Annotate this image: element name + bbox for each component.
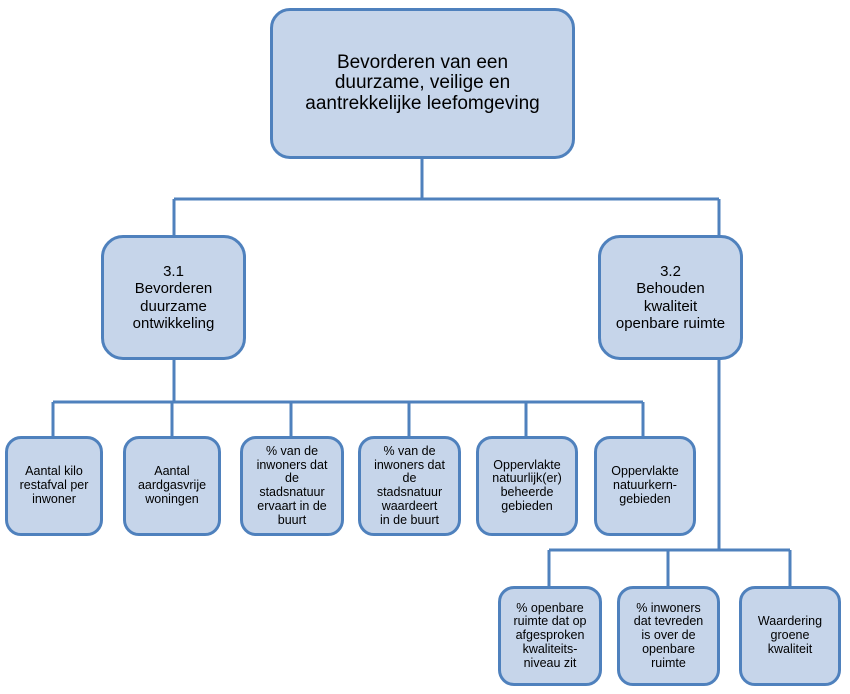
indicator-aardgasvrije-text: Aantal aardgasvrije woningen <box>137 464 207 506</box>
indicator-natuurkerngebieden-box: Oppervlakte natuurkern- gebieden <box>594 436 696 536</box>
indicator-restafval-box: Aantal kilo restafval per inwoner <box>5 436 103 536</box>
connector-root-to-level2 <box>172 159 721 235</box>
goal-3-1-text: 3.1 Bevorderen duurzame ontwikkeling <box>132 263 215 332</box>
indicator-aardgasvrije-box: Aantal aardgasvrije woningen <box>123 436 221 536</box>
indicator-restafval-text: Aantal kilo restafval per inwoner <box>19 464 89 506</box>
indicator-stadsnatuur-ervaart-text: % van de inwoners dat de stadsnatuur erv… <box>256 443 328 527</box>
connector-31-to-leaves <box>51 360 645 436</box>
indicator-kwaliteitsniveau-box: % openbare ruimte dat op afgesproken kwa… <box>498 586 602 686</box>
indicator-natuurkerngebieden-text: Oppervlakte natuurkern- gebieden <box>611 464 679 506</box>
indicator-kwaliteitsniveau-text: % openbare ruimte dat op afgesproken kwa… <box>513 600 587 670</box>
indicator-groene-kwaliteit-box: Waardering groene kwaliteit <box>739 586 841 686</box>
indicator-natuurlijk-beheerd-text: Oppervlakte natuurlijk(er) beheerde gebi… <box>492 457 562 513</box>
indicator-groene-kwaliteit-text: Waardering groene kwaliteit <box>757 614 823 656</box>
indicator-stadsnatuur-waardeert-box: % van de inwoners dat de stadsnatuur waa… <box>358 436 461 536</box>
indicator-stadsnatuur-ervaart-box: % van de inwoners dat de stadsnatuur erv… <box>240 436 344 536</box>
indicator-tevreden-openbare-ruimte-box: % inwoners dat tevreden is over de openb… <box>617 586 720 686</box>
indicator-tevreden-openbare-ruimte-text: % inwoners dat tevreden is over de openb… <box>633 600 704 670</box>
indicator-natuurlijk-beheerd-box: Oppervlakte natuurlijk(er) beheerde gebi… <box>476 436 578 536</box>
root-goal-text: Bevorderen van een duurzame, veilige en … <box>305 51 540 114</box>
goal-3-2-text: 3.2 Behouden kwaliteit openbare ruimte <box>615 263 726 332</box>
goal-3-2-box: 3.2 Behouden kwaliteit openbare ruimte <box>598 235 743 360</box>
goal-3-1-box: 3.1 Bevorderen duurzame ontwikkeling <box>101 235 246 360</box>
root-goal-box: Bevorderen van een duurzame, veilige en … <box>270 8 575 159</box>
connector-32-to-leaves <box>547 360 792 586</box>
indicator-stadsnatuur-waardeert-text: % van de inwoners dat de stadsnatuur waa… <box>374 443 445 527</box>
